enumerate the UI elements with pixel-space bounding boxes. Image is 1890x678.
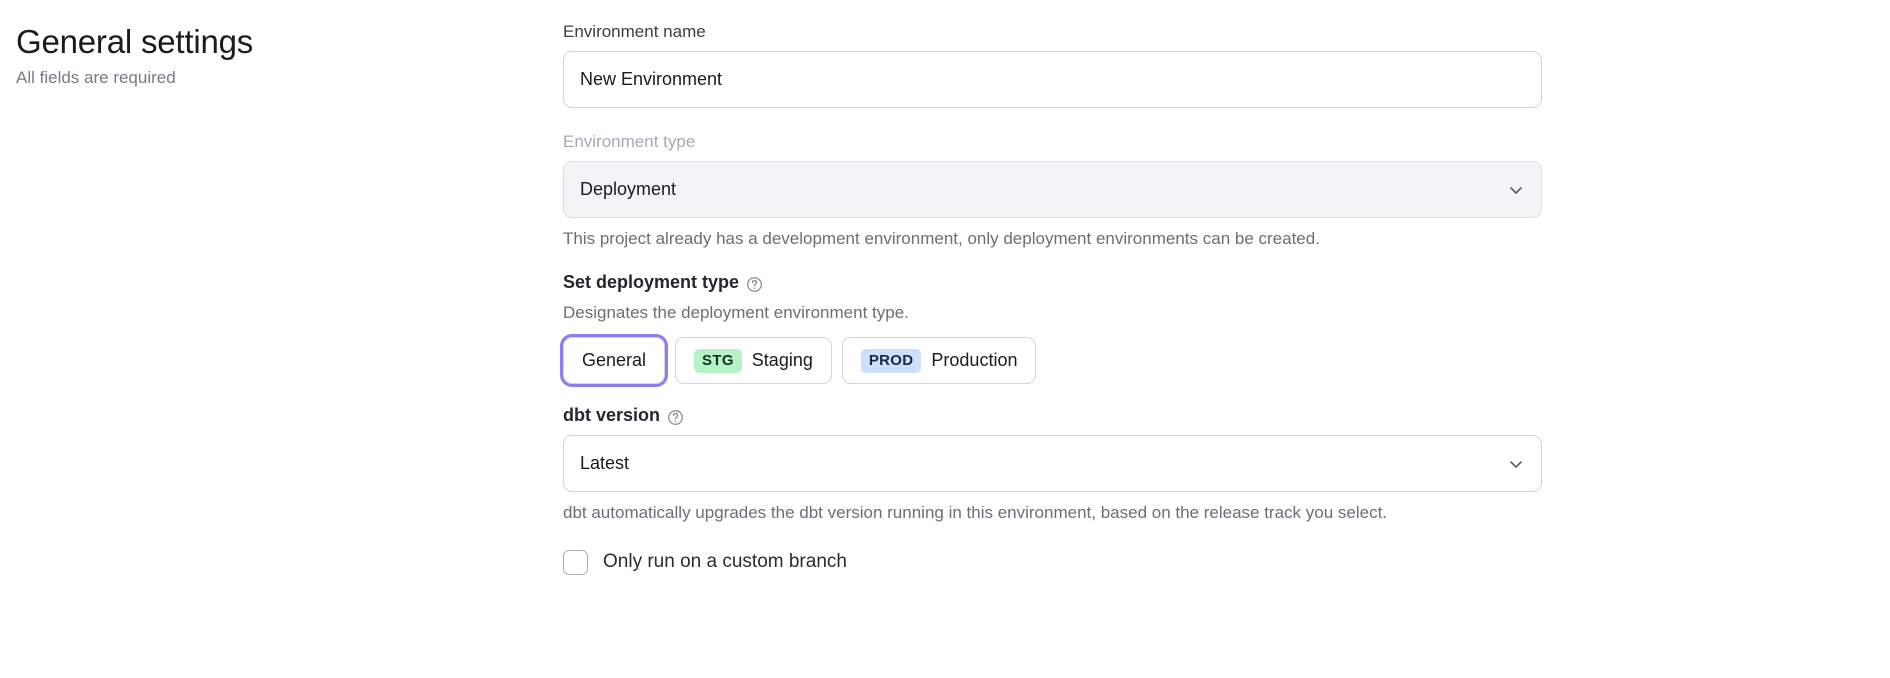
environment-name-label: Environment name [563,22,706,41]
page-subtitle: All fields are required [16,68,176,87]
environment-name-input[interactable]: New Environment [563,51,1542,108]
deployment-type-description: Designates the deployment environment ty… [563,303,909,322]
deployment-type-option-general[interactable]: General [563,337,666,384]
deployment-type-title: Set deployment type [563,272,740,292]
environment-type-value: Deployment [580,179,677,199]
deployment-type-option-production[interactable]: PROD Production [841,337,1037,384]
settings-header-column: General settings All fields are required [0,18,563,90]
deployment-type-option-group: General STG Staging PROD Production [563,337,1542,384]
custom-branch-label[interactable]: Only run on a custom branch [603,551,847,572]
page-title: General settings [16,23,254,60]
environment-type-label: Environment type [563,132,696,151]
production-badge: PROD [860,348,922,373]
deployment-type-option-general-label: General [582,350,647,370]
deployment-type-field-group: Set deployment type Designates the deplo… [563,269,1542,384]
help-circle-icon[interactable] [667,407,684,425]
dbt-version-field-group: dbt version Latest dbt automati [563,402,1542,525]
settings-form-column: Environment name New Environment Environ… [563,18,1890,575]
dbt-version-value: Latest [580,453,630,473]
custom-branch-checkbox[interactable] [563,549,588,575]
dbt-version-label: dbt version [563,405,661,425]
chevron-down-icon [1507,181,1525,199]
deployment-type-option-production-label: Production [931,350,1018,370]
dbt-version-select[interactable]: Latest [563,435,1542,492]
deployment-type-title-row: Set deployment type [563,269,1542,295]
help-circle-icon[interactable] [746,274,763,292]
chevron-down-icon [1507,455,1525,473]
custom-branch-row: Only run on a custom branch [563,549,1542,575]
deployment-type-option-staging[interactable]: STG Staging [675,337,832,384]
environment-type-field-group: Environment type Deployment This project… [563,130,1542,251]
environment-name-field-group: Environment name New Environment [563,20,1542,108]
staging-badge: STG [694,348,742,373]
deployment-type-option-staging-label: Staging [751,350,813,370]
environment-type-select[interactable]: Deployment [563,161,1542,218]
dbt-version-helper-text: dbt automatically upgrades the dbt versi… [563,503,1388,522]
environment-name-value: New Environment [580,69,723,89]
environment-type-helper-text: This project already has a development e… [563,229,1320,248]
dbt-version-title-row: dbt version [563,402,1542,428]
